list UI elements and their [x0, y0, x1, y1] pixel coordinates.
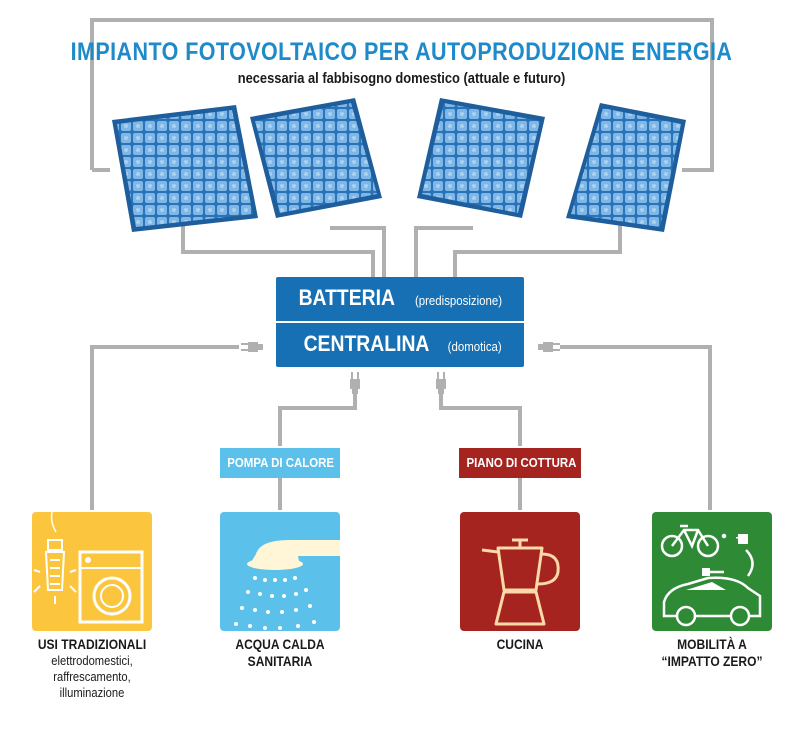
use-traditional-detail-3: illuminazione [59, 685, 125, 700]
use-traditional-title: USI TRADIZIONALI [37, 636, 147, 652]
wire-traditional [90, 345, 239, 510]
wire-mobility [560, 345, 712, 510]
panel-wire-3 [414, 226, 473, 277]
use-mobility-title-2: “IMPATTO ZERO” [661, 653, 763, 669]
battery-note: (predisposizione) [414, 293, 502, 308]
battery-row: BATTERIA (predisposizione) [276, 285, 524, 311]
hub-divider [276, 321, 524, 323]
heat-pump-tag-label: POMPA DI CALORE [227, 455, 335, 470]
cooktop-tag: PIANO DI COTTURA [459, 448, 581, 478]
moka-pot-icon [460, 512, 580, 631]
diagram-subtitle: necessaria al fabbisogno domestico (attu… [237, 70, 566, 87]
wire-cooktop [439, 394, 522, 446]
use-label-cooking: CUCINA [440, 636, 600, 653]
panel-wire-1 [181, 220, 375, 277]
wire-heatpump [278, 394, 357, 446]
use-traditional-detail-2: raffrescamento, [53, 669, 131, 684]
use-label-hotwater: ACQUA CALDA SANITARIA [200, 636, 360, 670]
panel-wire-2 [330, 226, 386, 277]
battery-label: BATTERIA [299, 285, 396, 310]
diagram-title: IMPIANTO FOTOVOLTAICO PER AUTOPRODUZIONE… [70, 38, 733, 66]
cooktop-tag-label: PIANO DI COTTURA [466, 455, 577, 470]
shower-icon [220, 512, 340, 631]
solar-panel-2 [250, 98, 382, 218]
control-row: CENTRALINA (domotica) [276, 331, 524, 357]
control-note: (domotica) [447, 339, 502, 354]
panel-wire-4 [453, 220, 622, 277]
use-traditional-detail-1: elettrodomestici, [51, 653, 133, 668]
bike-car-icon [652, 512, 772, 631]
hub-box: BATTERIA (predisposizione) CENTRALINA (d… [276, 277, 524, 367]
heat-pump-tag: POMPA DI CALORE [220, 448, 340, 478]
use-hotwater-title: ACQUA CALDA [235, 636, 325, 652]
use-cooking-title: CUCINA [496, 636, 544, 652]
frame-wire [90, 18, 714, 172]
use-mobility-title: MOBILITÀ A [677, 636, 747, 652]
solar-panel-3 [417, 98, 545, 218]
solar-panel-1 [112, 105, 258, 232]
use-label-traditional: USI TRADIZIONALI elettrodomestici, raffr… [12, 636, 172, 701]
solar-panel-4 [566, 103, 686, 232]
appliances-icon [32, 512, 152, 631]
control-label: CENTRALINA [303, 331, 429, 356]
use-hotwater-title-2: SANITARIA [247, 653, 313, 669]
use-label-mobility: MOBILITÀ A “IMPATTO ZERO” [632, 636, 792, 670]
